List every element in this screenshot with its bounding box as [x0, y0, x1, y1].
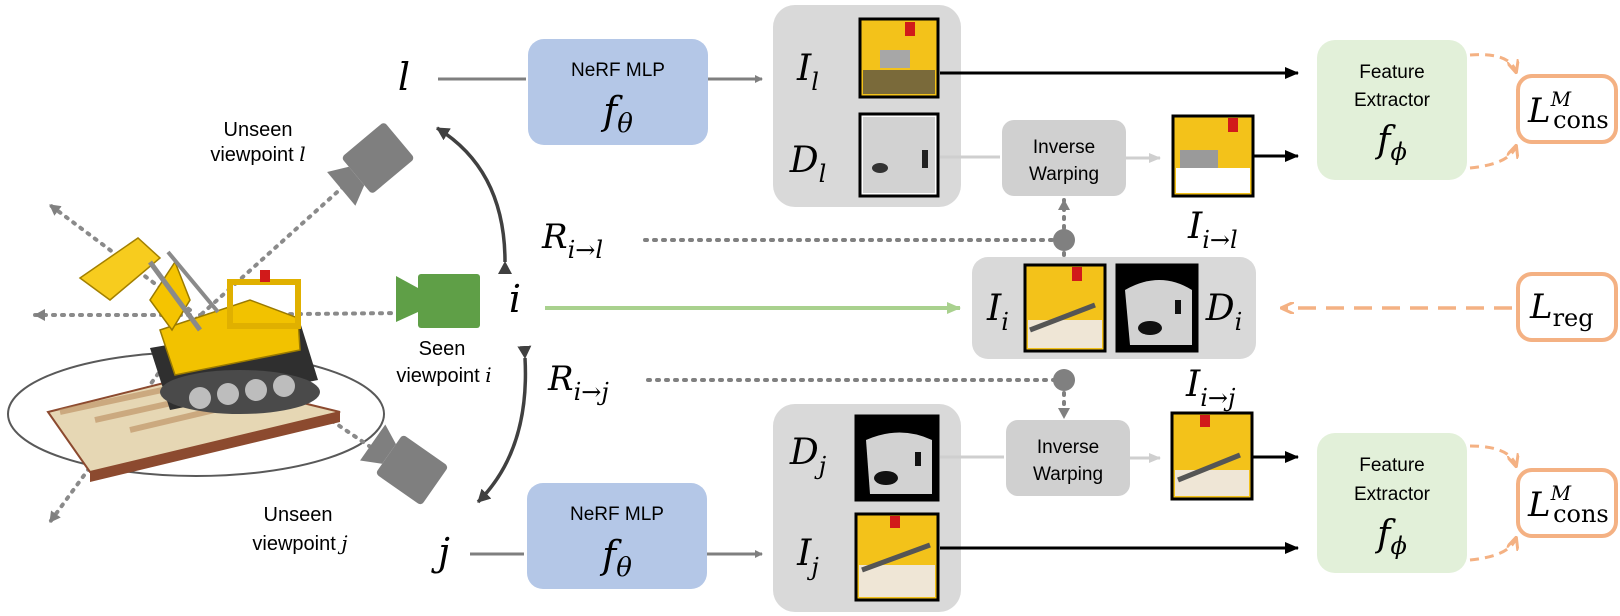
loss-cons-top — [1516, 74, 1618, 144]
thumb-D-j — [854, 414, 940, 502]
label-I-i-to-j: Ii→j — [1185, 364, 1236, 412]
thumb-I-i-to-l — [1171, 114, 1255, 198]
warp-bottom-line2: Warping — [1033, 464, 1103, 485]
loss-cons-bottom — [1516, 468, 1618, 538]
feature-bottom-line1: Feature — [1359, 455, 1424, 476]
warp-top-line1: Inverse — [1033, 137, 1095, 158]
nerf-top-title: NeRF MLP — [571, 60, 665, 81]
thumb-D-l — [858, 112, 940, 198]
label-D-l: Dl — [789, 140, 827, 188]
camera-i — [396, 274, 480, 328]
junction-top — [1053, 229, 1075, 251]
rotation-i-to-j: Ri→j — [547, 359, 609, 406]
feature-top-line2: Extractor — [1354, 90, 1431, 111]
inverse-warp-top — [1002, 120, 1126, 196]
feature-bottom-line2: Extractor — [1354, 484, 1431, 505]
inverse-warp-bottom — [1006, 420, 1130, 496]
thumb-I-i — [1023, 263, 1107, 353]
feature-extractor-top — [1317, 40, 1467, 180]
thumb-D-i — [1115, 263, 1199, 353]
unseen-l-caption-line2: viewpoint l — [210, 142, 305, 166]
loss-reg — [1516, 272, 1618, 342]
baseplate-edge — [90, 412, 340, 482]
ray-to-cam-l — [193, 183, 347, 322]
warp-bottom-line1: Inverse — [1037, 437, 1099, 458]
unseen-j-caption-line1: Unseen — [264, 504, 333, 526]
loss-cons-bottom-arrow-b — [1469, 538, 1516, 562]
label-I-l: Il — [796, 48, 819, 96]
warp-top-line2: Warping — [1029, 164, 1099, 185]
seen-i-caption-line2: viewpoint i — [396, 363, 491, 387]
arc-i-to-l — [436, 126, 513, 275]
thumb-I-l — [858, 17, 940, 99]
label-I-i: Ii — [986, 288, 1009, 336]
thumb-I-j — [854, 512, 940, 602]
label-D-j: Dj — [789, 432, 827, 480]
loss-cons-bottom-arrow-a — [1469, 444, 1516, 466]
unseen-l-caption-line1: Unseen — [224, 119, 293, 141]
view-label-l: l — [398, 55, 410, 99]
feature-top-line1: Feature — [1359, 62, 1424, 83]
loss-cons-top-arrow-a — [1469, 53, 1516, 72]
rotation-i-to-l: Ri→l — [541, 217, 603, 264]
unseen-j-caption-line2: viewpoint j — [252, 531, 347, 555]
nerf-bottom-title: NeRF MLP — [570, 504, 664, 525]
label-D-i: Di — [1205, 288, 1243, 336]
junction-bottom — [1053, 369, 1075, 391]
feature-extractor-bottom — [1317, 433, 1467, 573]
camera-j — [360, 424, 448, 505]
arc-i-to-j — [476, 345, 532, 504]
camera-l — [327, 123, 414, 206]
thumb-I-i-to-j — [1170, 411, 1254, 501]
view-label-i: i — [509, 277, 521, 321]
nerf-mlp-top — [528, 39, 708, 145]
scene-illustration — [7, 183, 404, 524]
bulldozer-model — [78, 237, 320, 414]
view-label-j: j — [431, 530, 450, 574]
loss-cons-top-arrow-b — [1469, 146, 1516, 170]
seen-i-caption-line1: Seen — [419, 338, 466, 360]
label-I-i-to-l: Ii→l — [1187, 206, 1238, 254]
loss-reg-label: Lreg — [1529, 287, 1594, 332]
nerf-mlp-bottom — [527, 483, 707, 589]
